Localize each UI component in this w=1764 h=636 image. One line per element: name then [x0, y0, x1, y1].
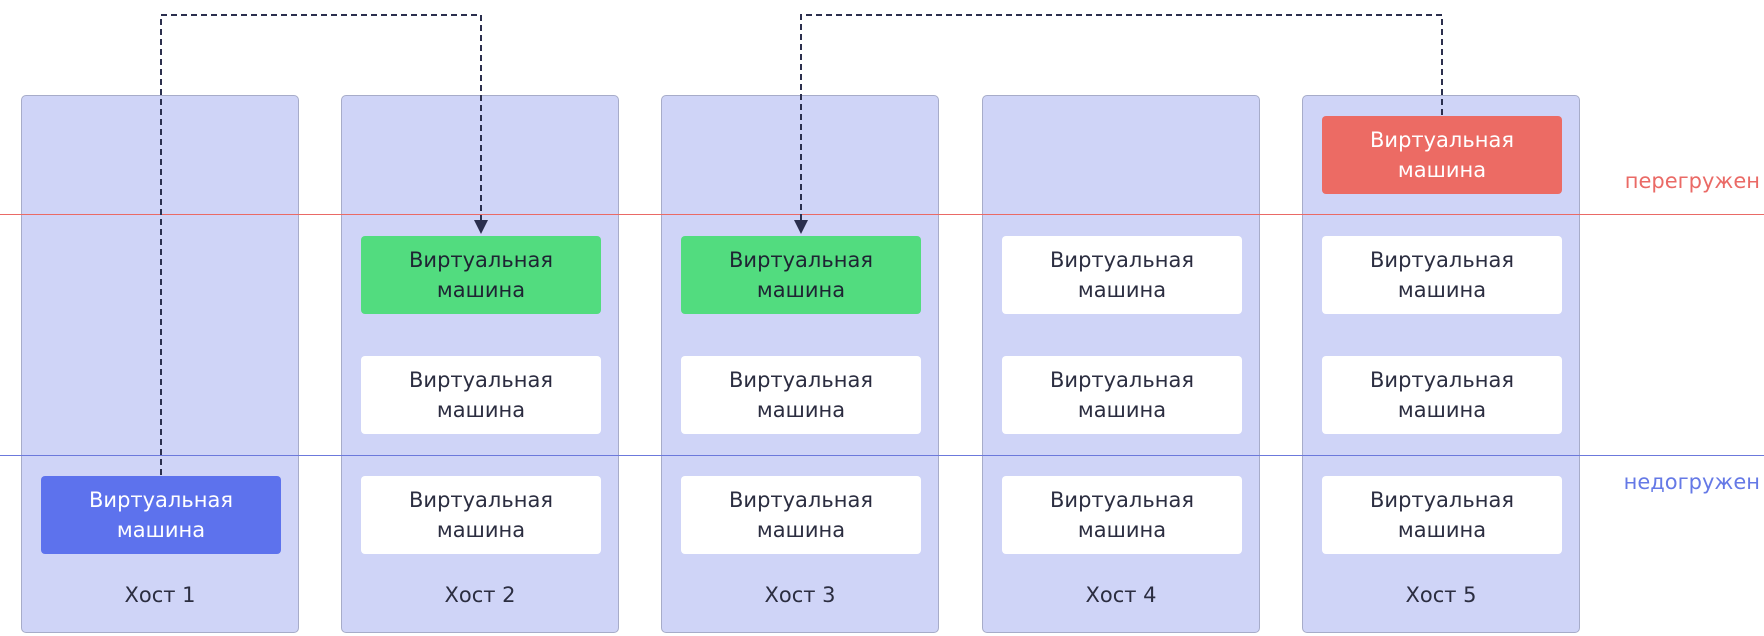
- host-4: Виртуальная машина Виртуальная машина Вирт…: [982, 95, 1260, 633]
- vm: Виртуальная машина: [1322, 356, 1562, 434]
- host-5: Виртуальная машина Виртуальная машина Вирт…: [1302, 95, 1580, 633]
- vm-label-line2: машина: [756, 518, 846, 542]
- vm: Виртуальная машина: [1322, 476, 1562, 554]
- vm-label-line2: машина: [436, 398, 526, 422]
- vm: Виртуальная машина: [1002, 476, 1242, 554]
- host-label: Хост 2: [444, 583, 516, 607]
- vm: Виртуальная машина: [681, 356, 921, 434]
- host-label: Хост 5: [1405, 583, 1477, 607]
- underload-threshold-label: недогружен: [1623, 470, 1760, 494]
- vm-label-line2: машина: [1397, 518, 1487, 542]
- host-2: Виртуальная машина Виртуальная машина Вирт…: [341, 95, 619, 633]
- vm: Виртуальная машина: [361, 356, 601, 434]
- vm-label-line1: Виртуальная: [1370, 368, 1514, 392]
- vm-label-line1: Виртуальная: [729, 368, 873, 392]
- vm-underloaded: Виртуальная машина: [41, 476, 281, 554]
- vm-label-line1: Виртуальная: [729, 248, 873, 272]
- vm-label-line2: машина: [1077, 278, 1167, 302]
- vm: Виртуальная машина: [1322, 236, 1562, 314]
- vm-label-line2: машина: [1397, 158, 1487, 182]
- vm-label-line1: Виртуальная: [1370, 128, 1514, 152]
- host-label: Хост 3: [764, 583, 836, 607]
- vm: Виртуальная машина: [1002, 356, 1242, 434]
- vm-label-line1: Виртуальная: [1050, 488, 1194, 512]
- vm-label-line1: Виртуальная: [409, 368, 553, 392]
- overload-threshold-line: [0, 214, 1764, 215]
- vm-label-line1: Виртуальная: [1370, 248, 1514, 272]
- vm-label-line2: машина: [116, 518, 206, 542]
- vm-label-line2: машина: [756, 398, 846, 422]
- vm-label-line1: Виртуальная: [1050, 368, 1194, 392]
- vm-label-line1: Виртуальная: [89, 488, 233, 512]
- vm-label-line2: машина: [1077, 398, 1167, 422]
- vm-migrated: Виртуальная машина: [681, 236, 921, 314]
- vm: Виртуальная машина: [1002, 236, 1242, 314]
- host-label: Хост 4: [1085, 583, 1157, 607]
- host-label: Хост 1: [124, 583, 196, 607]
- vm-migrated: Виртуальная машина: [361, 236, 601, 314]
- underload-threshold-line: [0, 455, 1764, 456]
- vm-label-line1: Виртуальная: [729, 488, 873, 512]
- vm-label-line2: машина: [1397, 278, 1487, 302]
- vm-label-line1: Виртуальная: [409, 488, 553, 512]
- vm-label-line1: Виртуальная: [1370, 488, 1514, 512]
- vm-overloaded: Виртуальная машина: [1322, 116, 1562, 194]
- vm: Виртуальная машина: [361, 476, 601, 554]
- vm-label-line2: машина: [756, 278, 846, 302]
- host-1: Виртуальная машина Хост 1: [21, 95, 299, 633]
- vm-label-line1: Виртуальная: [1050, 248, 1194, 272]
- vm: Виртуальная машина: [681, 476, 921, 554]
- vm-label-line1: Виртуальная: [409, 248, 553, 272]
- vm-label-line2: машина: [436, 278, 526, 302]
- host-3: Виртуальная машина Виртуальная машина Вирт…: [661, 95, 939, 633]
- overload-threshold-label: перегружен: [1624, 169, 1760, 193]
- vm-label-line2: машина: [436, 518, 526, 542]
- vm-label-line2: машина: [1077, 518, 1167, 542]
- vm-label-line2: машина: [1397, 398, 1487, 422]
